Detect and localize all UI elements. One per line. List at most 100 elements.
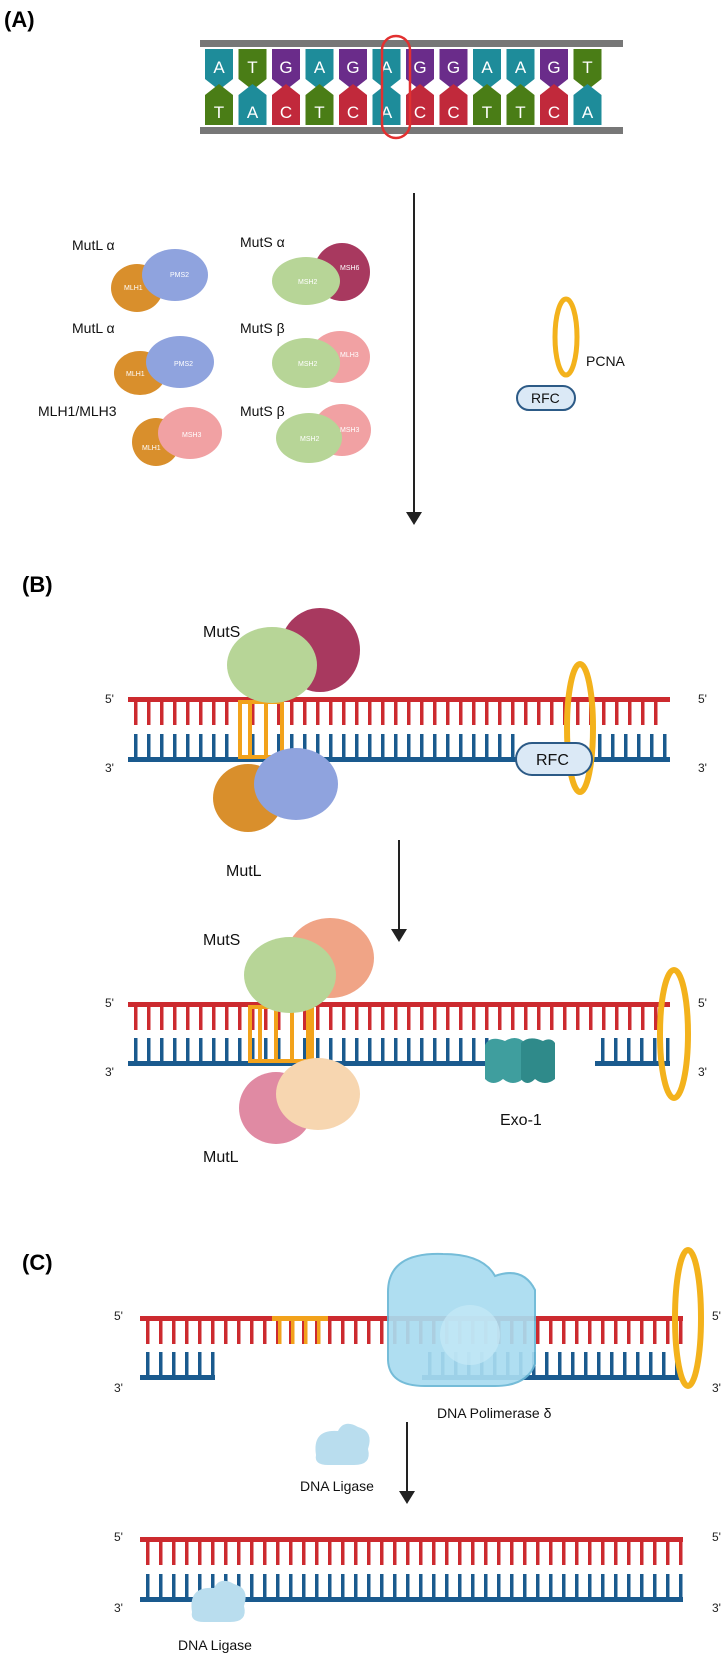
- top-tick: [329, 702, 333, 725]
- top-tick: [289, 1321, 293, 1344]
- top-tick: [225, 1007, 229, 1030]
- bottom-tick: [147, 1038, 151, 1061]
- polymerase-label: DNA Polimerase δ: [437, 1405, 552, 1421]
- subunit-right: PMS2: [174, 361, 193, 368]
- bottom-tick: [575, 1574, 579, 1597]
- rfc-pill: [515, 742, 593, 776]
- bottom-tick: [650, 734, 654, 757]
- bottom-tick: [511, 734, 515, 757]
- top-tick: [277, 1007, 281, 1030]
- top-strand: [128, 697, 670, 702]
- bottom-tick: [186, 734, 190, 757]
- nucleotide-top: [205, 49, 233, 90]
- base-letter: T: [582, 58, 592, 77]
- top-tick: [575, 1321, 579, 1344]
- bottom-tick: [640, 1038, 644, 1061]
- bottom-tick: [316, 1038, 320, 1061]
- rfc-pill: [516, 385, 576, 411]
- top-tick: [303, 1007, 307, 1030]
- top-tick: [186, 1007, 190, 1030]
- bottom-tick: [329, 1038, 333, 1061]
- bottom-tick: [407, 734, 411, 757]
- top-tick: [433, 1007, 437, 1030]
- top-tick: [303, 702, 307, 725]
- end-5prime: 5': [105, 996, 114, 1010]
- top-tick: [315, 1321, 319, 1344]
- dna-duplex-b2: [128, 1002, 670, 1066]
- top-tick: [576, 1007, 580, 1030]
- top-tick: [199, 1007, 203, 1030]
- bottom-tick: [212, 1038, 216, 1061]
- ligase-label: DNA Ligase: [178, 1637, 252, 1653]
- rfc-label: RFC: [531, 390, 560, 406]
- nucleotide-bottom: [573, 84, 602, 125]
- complex-label: MLH1/MLH3: [38, 403, 117, 419]
- bottom-tick: [185, 1352, 189, 1375]
- base-letter: T: [482, 103, 492, 122]
- bottom-tick: [407, 1038, 411, 1061]
- top-tick: [511, 1007, 515, 1030]
- top-tick: [575, 1542, 579, 1565]
- bottom-tick: [472, 1038, 476, 1061]
- bottom-tick: [666, 1038, 670, 1061]
- top-tick: [198, 1542, 202, 1565]
- top-tick: [523, 1542, 527, 1565]
- top-tick: [264, 1007, 268, 1030]
- bottom-tick: [610, 1352, 614, 1375]
- bottom-tick: [420, 734, 424, 757]
- bottom-tick: [663, 734, 667, 757]
- bottom-strand: [592, 757, 670, 762]
- top-tick: [536, 1542, 540, 1565]
- top-tick: [627, 1321, 631, 1344]
- top-tick: [459, 1007, 463, 1030]
- top-tick: [172, 1321, 176, 1344]
- mismatch-tick: [274, 1007, 278, 1061]
- top-tick: [537, 702, 541, 725]
- mismatch-tick: [317, 1321, 321, 1344]
- bottom-tick: [159, 1352, 163, 1375]
- bottom-tick: [446, 734, 450, 757]
- top-tick: [342, 702, 346, 725]
- bottom-tick: [536, 1574, 540, 1597]
- bottom-tick: [649, 1352, 653, 1375]
- top-tick: [406, 1542, 410, 1565]
- subunit-right: MSH3: [340, 427, 360, 434]
- end-3prime: 3': [114, 1381, 123, 1395]
- mismatch-site: [238, 700, 284, 759]
- base-letter: G: [547, 58, 560, 77]
- top-tick: [238, 1007, 242, 1030]
- top-tick: [328, 1321, 332, 1344]
- top-tick: [251, 702, 255, 725]
- top-tick: [653, 1321, 657, 1344]
- base-letter: G: [346, 58, 359, 77]
- subunit-left: MLH1: [142, 445, 161, 452]
- top-tick: [588, 1321, 592, 1344]
- top-tick: [485, 1007, 489, 1030]
- mutl-complex-b1: MutL: [213, 748, 338, 880]
- bottom-tick: [472, 734, 476, 757]
- top-tick: [185, 1542, 189, 1565]
- top-tick: [134, 702, 138, 725]
- bottom-tick: [316, 734, 320, 757]
- top-tick: [159, 1321, 163, 1344]
- top-tick: [485, 702, 489, 725]
- panel-c-label: (C): [22, 1250, 53, 1275]
- complex-label: MutS α: [240, 234, 285, 250]
- top-tick: [641, 702, 645, 725]
- bottom-tick: [484, 1574, 488, 1597]
- bottom-tick: [276, 1574, 280, 1597]
- subunit-left: MSH2: [300, 436, 320, 443]
- top-tick: [407, 1007, 411, 1030]
- top-tick: [576, 702, 580, 725]
- top-tick: [381, 702, 385, 725]
- top-tick: [510, 1542, 514, 1565]
- bottom-tick: [211, 1574, 215, 1597]
- bottom-tick: [303, 1038, 307, 1061]
- top-tick: [654, 1007, 658, 1030]
- complex-muts-alpha: MutS α MSH2 MSH6: [240, 234, 370, 305]
- top-tick: [640, 1542, 644, 1565]
- bottom-tick: [627, 1038, 631, 1061]
- end-5prime: 5': [105, 692, 114, 706]
- top-tick: [524, 702, 528, 725]
- bottom-tick: [510, 1574, 514, 1597]
